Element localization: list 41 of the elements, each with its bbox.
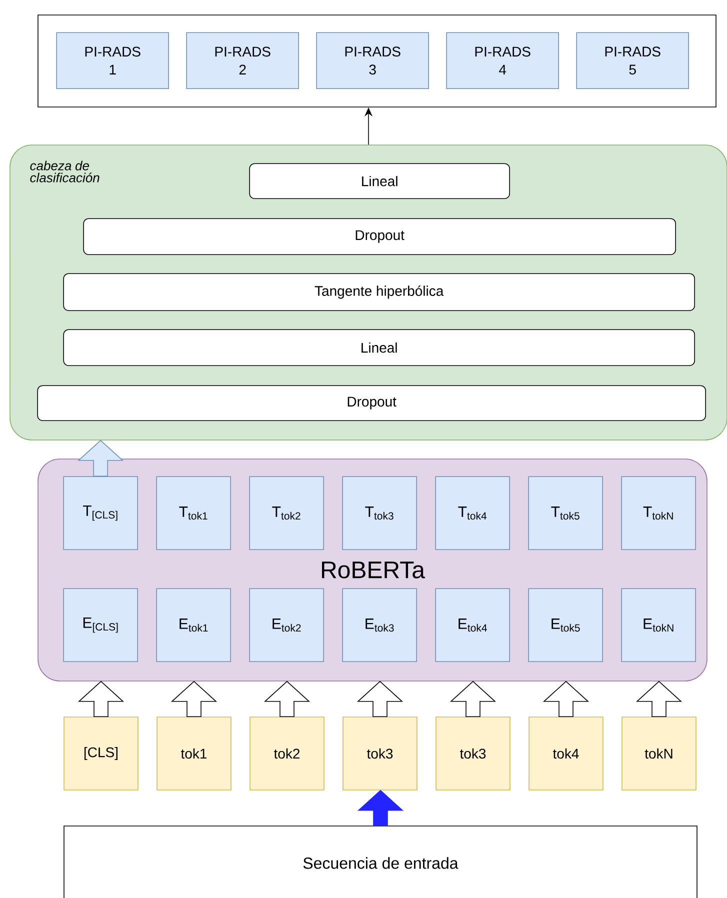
layer-box: Lineal	[63, 329, 695, 366]
embedding-box: T$_{tok1}$	[156, 476, 231, 550]
token-box: tok3	[342, 716, 418, 790]
class-box: PI-RADS 2	[186, 32, 299, 89]
embedding-box: E$_{tok5}$	[528, 588, 603, 662]
token-box: tokN	[622, 716, 696, 790]
embedding-box: E$_{tok1}$	[156, 588, 231, 662]
block-arrow	[78, 680, 124, 717]
layer-box: Tangente hiperbólica	[63, 273, 695, 311]
block-arrow	[78, 440, 124, 477]
token-box: tok2	[250, 716, 324, 790]
embedding-box: E$_{tok4}$	[435, 588, 510, 662]
embedding-box: T$_{tok3}$	[342, 476, 417, 550]
embedding-box: T$_{tok2}$	[249, 476, 324, 550]
block-arrow	[264, 680, 310, 717]
token-box: tok1	[156, 716, 232, 790]
layer-box: Dropout	[37, 385, 706, 421]
token-box: tok3	[436, 716, 510, 790]
class-box: PI-RADS 3	[316, 32, 429, 89]
class-box: PI-RADS 5	[576, 32, 689, 89]
embedding-box: T$_{tokN}$	[621, 476, 696, 550]
embedding-box: T$_{[CLS]}$	[63, 476, 138, 550]
layer-box: Dropout	[83, 218, 676, 255]
token-box: [CLS]	[64, 716, 138, 790]
token-box: tok4	[528, 716, 604, 790]
layer-box: Lineal	[249, 163, 510, 199]
embedding-box: E$_{[CLS]}$	[63, 588, 138, 662]
class-box: PI-RADS 4	[446, 32, 559, 89]
block-arrow	[356, 680, 404, 717]
embedding-box: T$_{tok4}$	[435, 476, 510, 550]
input-box: Secuencia de entrada	[64, 826, 698, 898]
embedding-box: E$_{tokN}$	[621, 588, 696, 662]
block-arrow	[170, 680, 218, 717]
block-arrow	[357, 790, 404, 826]
block-arrow	[450, 680, 496, 717]
block-arrow	[542, 680, 590, 717]
embedding-box: E$_{tok3}$	[342, 588, 417, 662]
embedding-box: T$_{tok5}$	[528, 476, 603, 550]
block-arrow	[636, 680, 682, 717]
embedding-box: E$_{tok2}$	[249, 588, 324, 662]
class-box: PI-RADS 1	[56, 32, 169, 89]
